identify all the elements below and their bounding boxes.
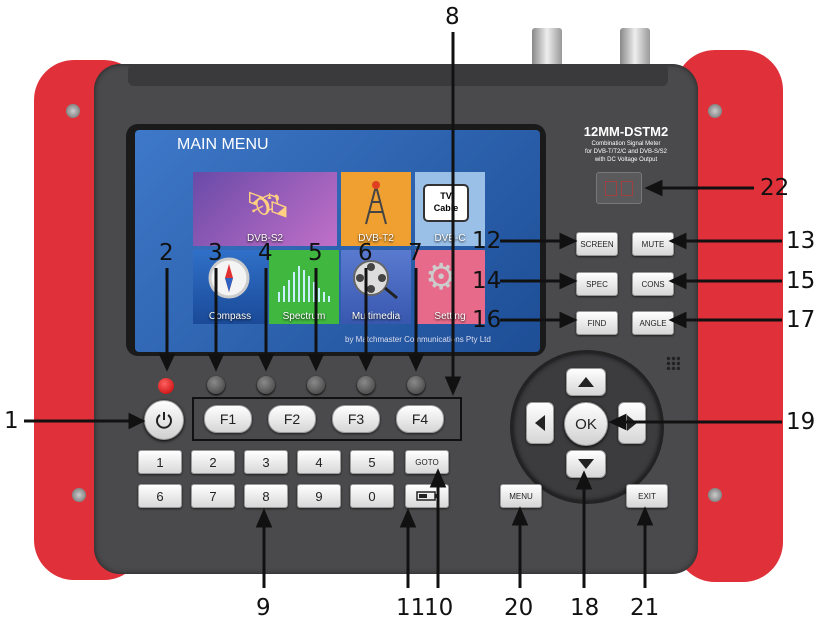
key-6[interactable]: 6	[138, 484, 182, 508]
model-subtitle-2: for DVB-T/T2/C and DVB-S/S2	[584, 149, 668, 155]
tile-compass[interactable]: Compass	[193, 250, 267, 324]
goto-button[interactable]: GOTO	[405, 450, 449, 474]
power-button[interactable]	[144, 400, 184, 440]
down-button[interactable]	[566, 450, 606, 478]
key-0[interactable]: 0	[350, 484, 394, 508]
satellite-icon: 🛰	[245, 184, 291, 225]
key-2[interactable]: 2	[191, 450, 235, 474]
model-name: 12MM-DSTM2	[583, 124, 669, 139]
tile-multimedia[interactable]: Multimedia	[341, 250, 411, 324]
angle-button[interactable]: ANGLE	[632, 311, 674, 335]
tile-spectrum[interactable]: Spectrum	[269, 250, 339, 324]
find-button[interactable]: FIND	[576, 311, 618, 335]
soft-button-6[interactable]	[357, 376, 375, 394]
callout-10: 10	[424, 595, 454, 621]
key-8[interactable]: 8	[244, 484, 288, 508]
f1-button[interactable]: F1	[204, 405, 252, 433]
key-1[interactable]: 1	[138, 450, 182, 474]
callout-9: 9	[256, 595, 271, 621]
left-arrow-icon	[535, 415, 545, 431]
callout-13: 13	[786, 228, 816, 254]
down-arrow-icon	[578, 459, 594, 469]
screw-top-right	[708, 104, 722, 118]
model-subtitle-1: Combination Signal Meter	[591, 141, 661, 147]
top-ports-strip	[128, 64, 668, 86]
callout-2: 2	[159, 240, 174, 266]
f2-button[interactable]: F2	[268, 405, 316, 433]
screw-bottom-left	[72, 488, 86, 502]
power-led	[158, 378, 174, 394]
screen-button[interactable]: SCREEN	[576, 232, 618, 256]
callout-20: 20	[504, 595, 534, 621]
cons-button[interactable]: CONS	[632, 272, 674, 296]
key-3[interactable]: 3	[244, 450, 288, 474]
tile-dvb-c[interactable]: TV Cable DVB-C	[415, 172, 485, 246]
tile-dvb-s2[interactable]: 🛰 DVB-S2	[193, 172, 337, 246]
callout-22: 22	[760, 175, 790, 201]
screw-top-left	[66, 104, 80, 118]
soft-button-7[interactable]	[407, 376, 425, 394]
callout-8: 8	[445, 4, 460, 30]
compass-icon	[208, 257, 250, 299]
led-display	[596, 172, 642, 204]
f4-button[interactable]: F4	[396, 405, 444, 433]
callout-1: 1	[4, 408, 19, 434]
callout-11: 11	[396, 595, 426, 621]
callout-21: 21	[630, 595, 660, 621]
callout-7: 7	[408, 240, 423, 266]
key-4[interactable]: 4	[297, 450, 341, 474]
soft-button-4[interactable]	[257, 376, 275, 394]
function-keys-group	[192, 397, 462, 441]
callout-15: 15	[786, 268, 816, 294]
callout-12: 12	[472, 228, 502, 254]
power-icon	[156, 412, 172, 429]
key-5[interactable]: 5	[350, 450, 394, 474]
callout-5: 5	[308, 240, 323, 266]
led-digit-1	[605, 181, 617, 196]
left-button[interactable]	[526, 402, 554, 444]
key-7[interactable]: 7	[191, 484, 235, 508]
exit-button[interactable]: EXIT	[626, 484, 668, 508]
soft-button-3[interactable]	[207, 376, 225, 394]
callout-3: 3	[208, 240, 223, 266]
mute-button[interactable]: MUTE	[632, 232, 674, 256]
screen-display: MAIN MENU 🛰 DVB-S2 DVB-T2 TV Cable DVB-C…	[135, 130, 540, 352]
f3-button[interactable]: F3	[332, 405, 380, 433]
film-reel-icon	[353, 260, 398, 300]
callout-17: 17	[786, 307, 816, 333]
battery-icon	[416, 491, 437, 501]
callout-18: 18	[570, 595, 600, 621]
spec-button[interactable]: SPEC	[576, 272, 618, 296]
battery-button[interactable]	[405, 484, 449, 508]
tv-cable-icon: TV Cable	[423, 184, 469, 222]
callout-19: 19	[786, 409, 816, 435]
callout-14: 14	[472, 268, 502, 294]
key-9[interactable]: 9	[297, 484, 341, 508]
speaker-grille	[666, 356, 680, 370]
tile-dvb-t2[interactable]: DVB-T2	[341, 172, 411, 246]
menu-button[interactable]: MENU	[500, 484, 542, 508]
callout-6: 6	[358, 240, 373, 266]
led-digit-2	[621, 181, 633, 196]
soft-button-5[interactable]	[307, 376, 325, 394]
callout-16: 16	[472, 307, 502, 333]
ok-button[interactable]: OK	[564, 402, 608, 446]
screen-footer: by Matchmaster Communications Pty Ltd	[345, 335, 491, 344]
spectrum-icon	[278, 266, 330, 302]
antenna-tower-icon	[365, 181, 387, 225]
callout-4: 4	[258, 240, 273, 266]
screw-bottom-right	[708, 488, 722, 502]
model-subtitle-3: with DC Voltage Output	[594, 157, 658, 163]
up-arrow-icon	[578, 377, 594, 387]
screen-title: MAIN MENU	[177, 136, 269, 153]
up-button[interactable]	[566, 368, 606, 396]
